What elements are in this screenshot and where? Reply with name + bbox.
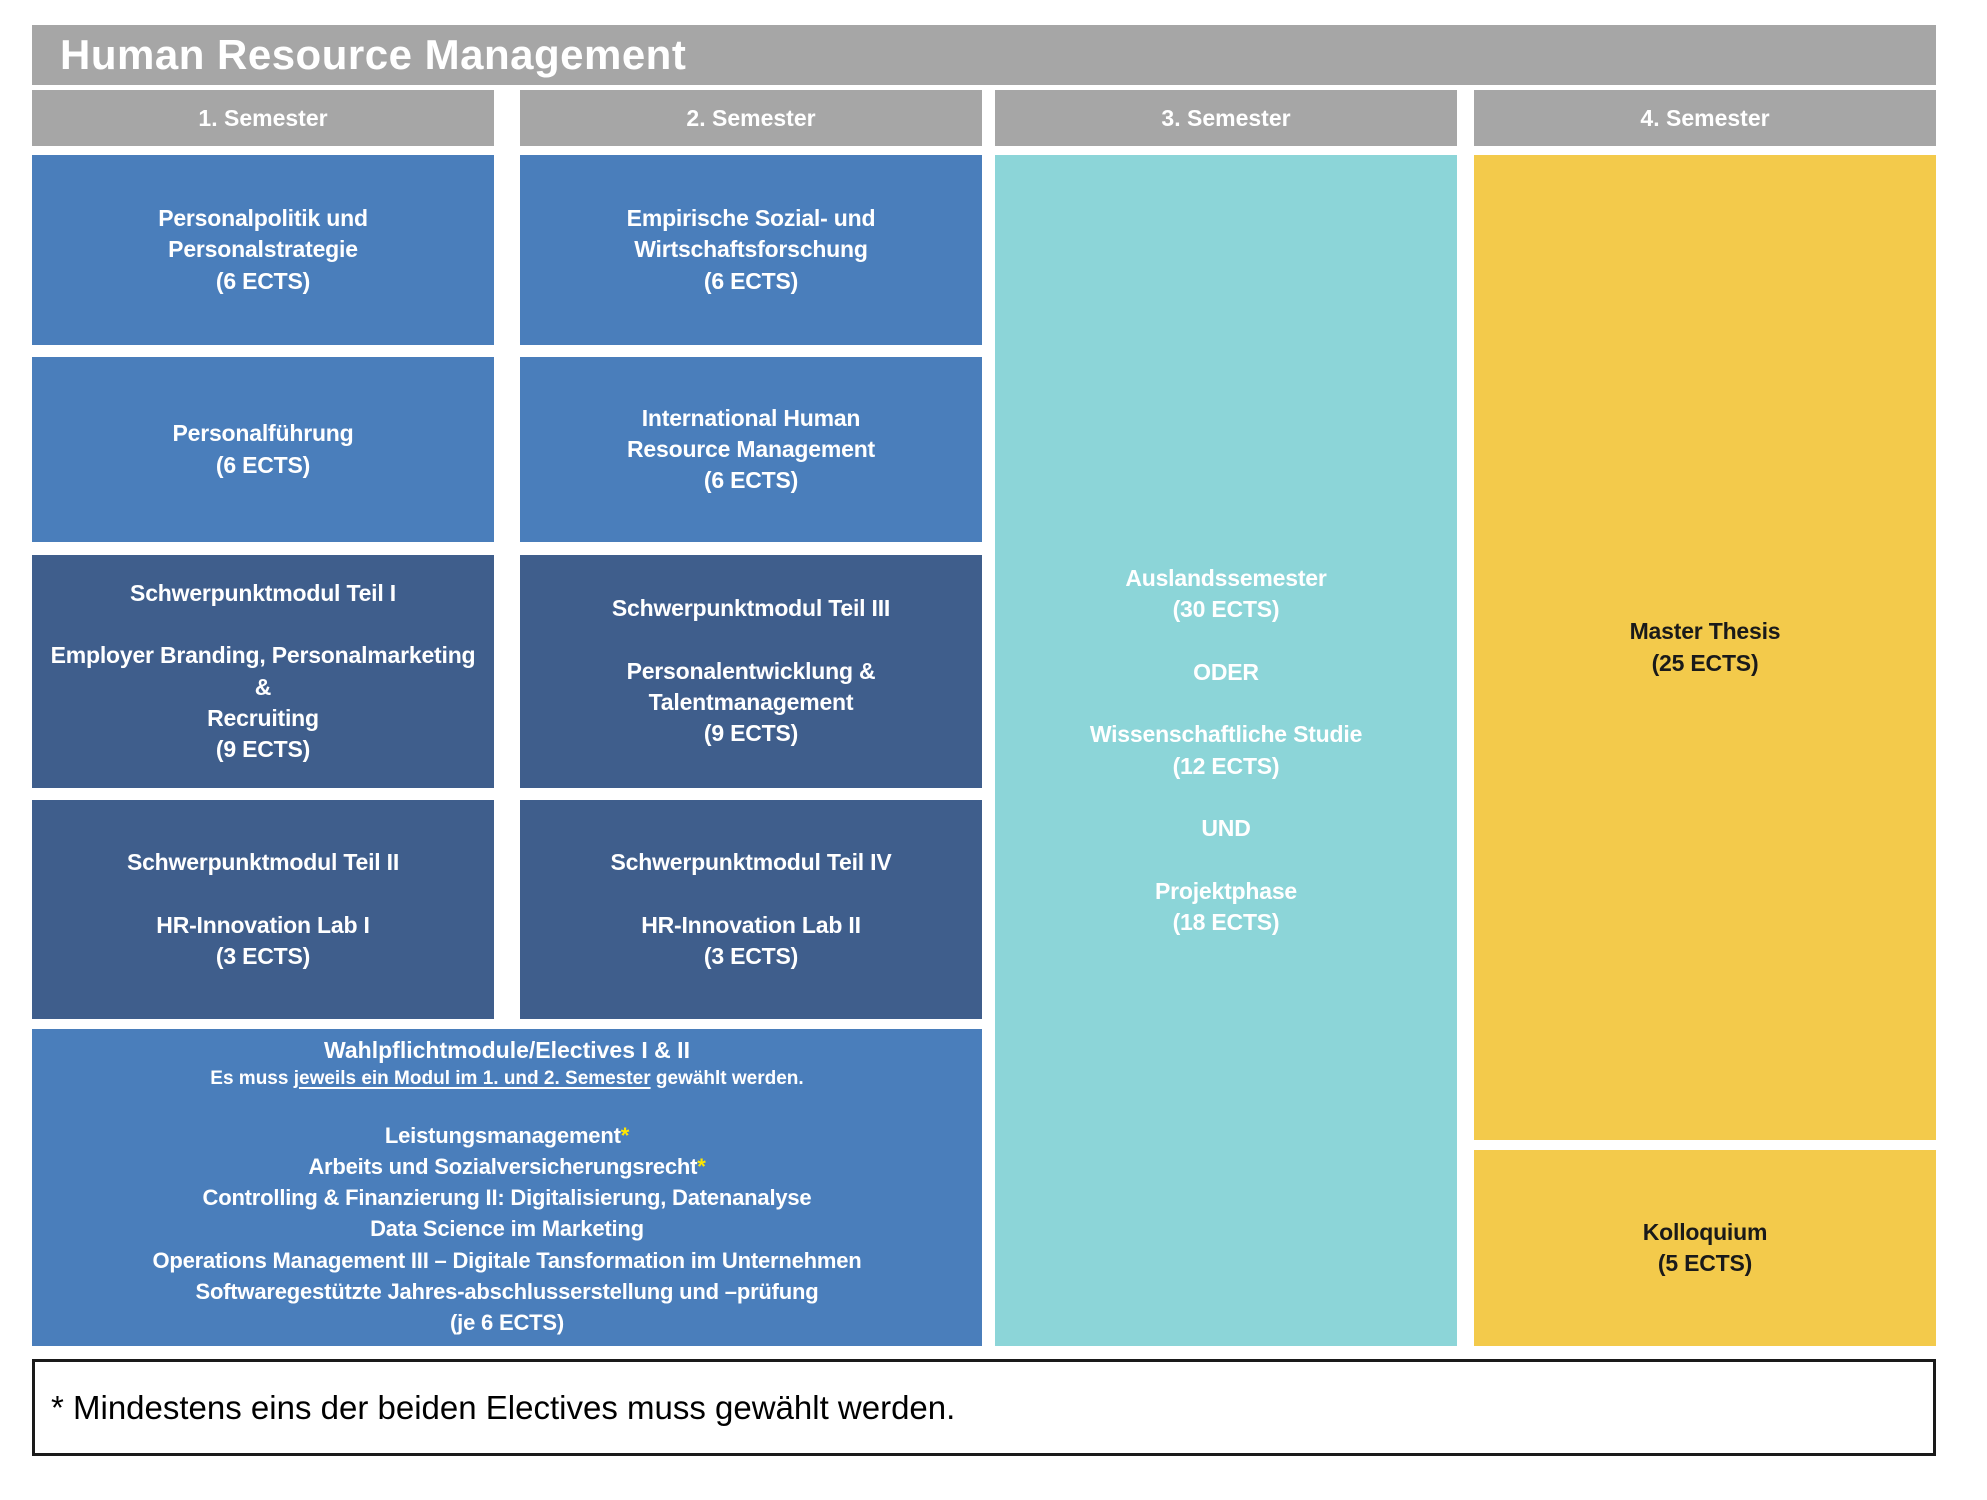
electives-subtitle: Es muss jeweils ein Modul im 1. und 2. S…	[210, 1068, 803, 1090]
footnote-text: * Mindestens eins der beiden Electives m…	[51, 1388, 956, 1426]
module-personalpolitik: Personalpolitik und Personalstrategie (6…	[32, 155, 494, 345]
elective-item: (je 6 ECTS)	[450, 1310, 564, 1336]
electives-subtitle-prefix: Es muss	[210, 1067, 294, 1089]
elective-item: Arbeits und Sozialversicherungsrecht*	[308, 1153, 706, 1179]
module-empirische-forschung: Empirische Sozial- und Wirtschaftsforsch…	[520, 155, 982, 345]
electives-subtitle-suffix: gewählt werden.	[650, 1067, 804, 1089]
elective-item: Controlling & Finanzierung II: Digitalis…	[202, 1185, 812, 1211]
electives-subtitle-underlined: jeweils ein Modul im 1. und 2. Semester	[293, 1067, 651, 1089]
module-schwerpunkt-1: Schwerpunktmodul Teil I Employer Brandin…	[32, 555, 494, 788]
program-title: Human Resource Management	[60, 31, 687, 78]
elective-item: Softwaregestützte Jahres-abschlusserstel…	[195, 1278, 819, 1304]
module-schwerpunkt-4: Schwerpunktmodul Teil IV HR-Innovation L…	[520, 800, 982, 1019]
module-personalfuehrung: Personalführung (6 ECTS)	[32, 357, 494, 542]
module-international-hrm: International Human Resource Management …	[520, 357, 982, 542]
semester-1-header: 1. Semester	[32, 90, 494, 146]
footnote-box: * Mindestens eins der beiden Electives m…	[32, 1359, 1936, 1456]
elective-item: Operations Management III – Digitale Tan…	[152, 1247, 862, 1273]
semester-3-header: 3. Semester	[995, 90, 1457, 146]
semester-4-header: 4. Semester	[1474, 90, 1936, 146]
elective-required-star: *	[697, 1153, 706, 1179]
program-title-bar: Human Resource Management	[32, 25, 1936, 85]
semester-2-header: 2. Semester	[520, 90, 982, 146]
module-schwerpunkt-3: Schwerpunktmodul Teil III Personalentwic…	[520, 555, 982, 788]
elective-required-star: *	[620, 1122, 630, 1148]
electives-heading: Wahlpflichtmodule/Electives I & II	[324, 1036, 690, 1063]
module-kolloquium: Kolloquium (5 ECTS)	[1474, 1150, 1936, 1346]
module-auslandssemester: Auslandssemester (30 ECTS) ODER Wissensc…	[995, 155, 1457, 1346]
elective-item: Leistungsmanagement*	[384, 1122, 630, 1148]
module-master-thesis: Master Thesis (25 ECTS)	[1474, 155, 1936, 1140]
module-schwerpunkt-2: Schwerpunktmodul Teil II HR-Innovation L…	[32, 800, 494, 1019]
module-electives: Wahlpflichtmodule/Electives I & II Es mu…	[32, 1029, 982, 1346]
elective-item: Data Science im Marketing	[370, 1216, 644, 1242]
electives-list: Leistungsmanagement* Arbeits und Sozialve…	[152, 1120, 861, 1339]
